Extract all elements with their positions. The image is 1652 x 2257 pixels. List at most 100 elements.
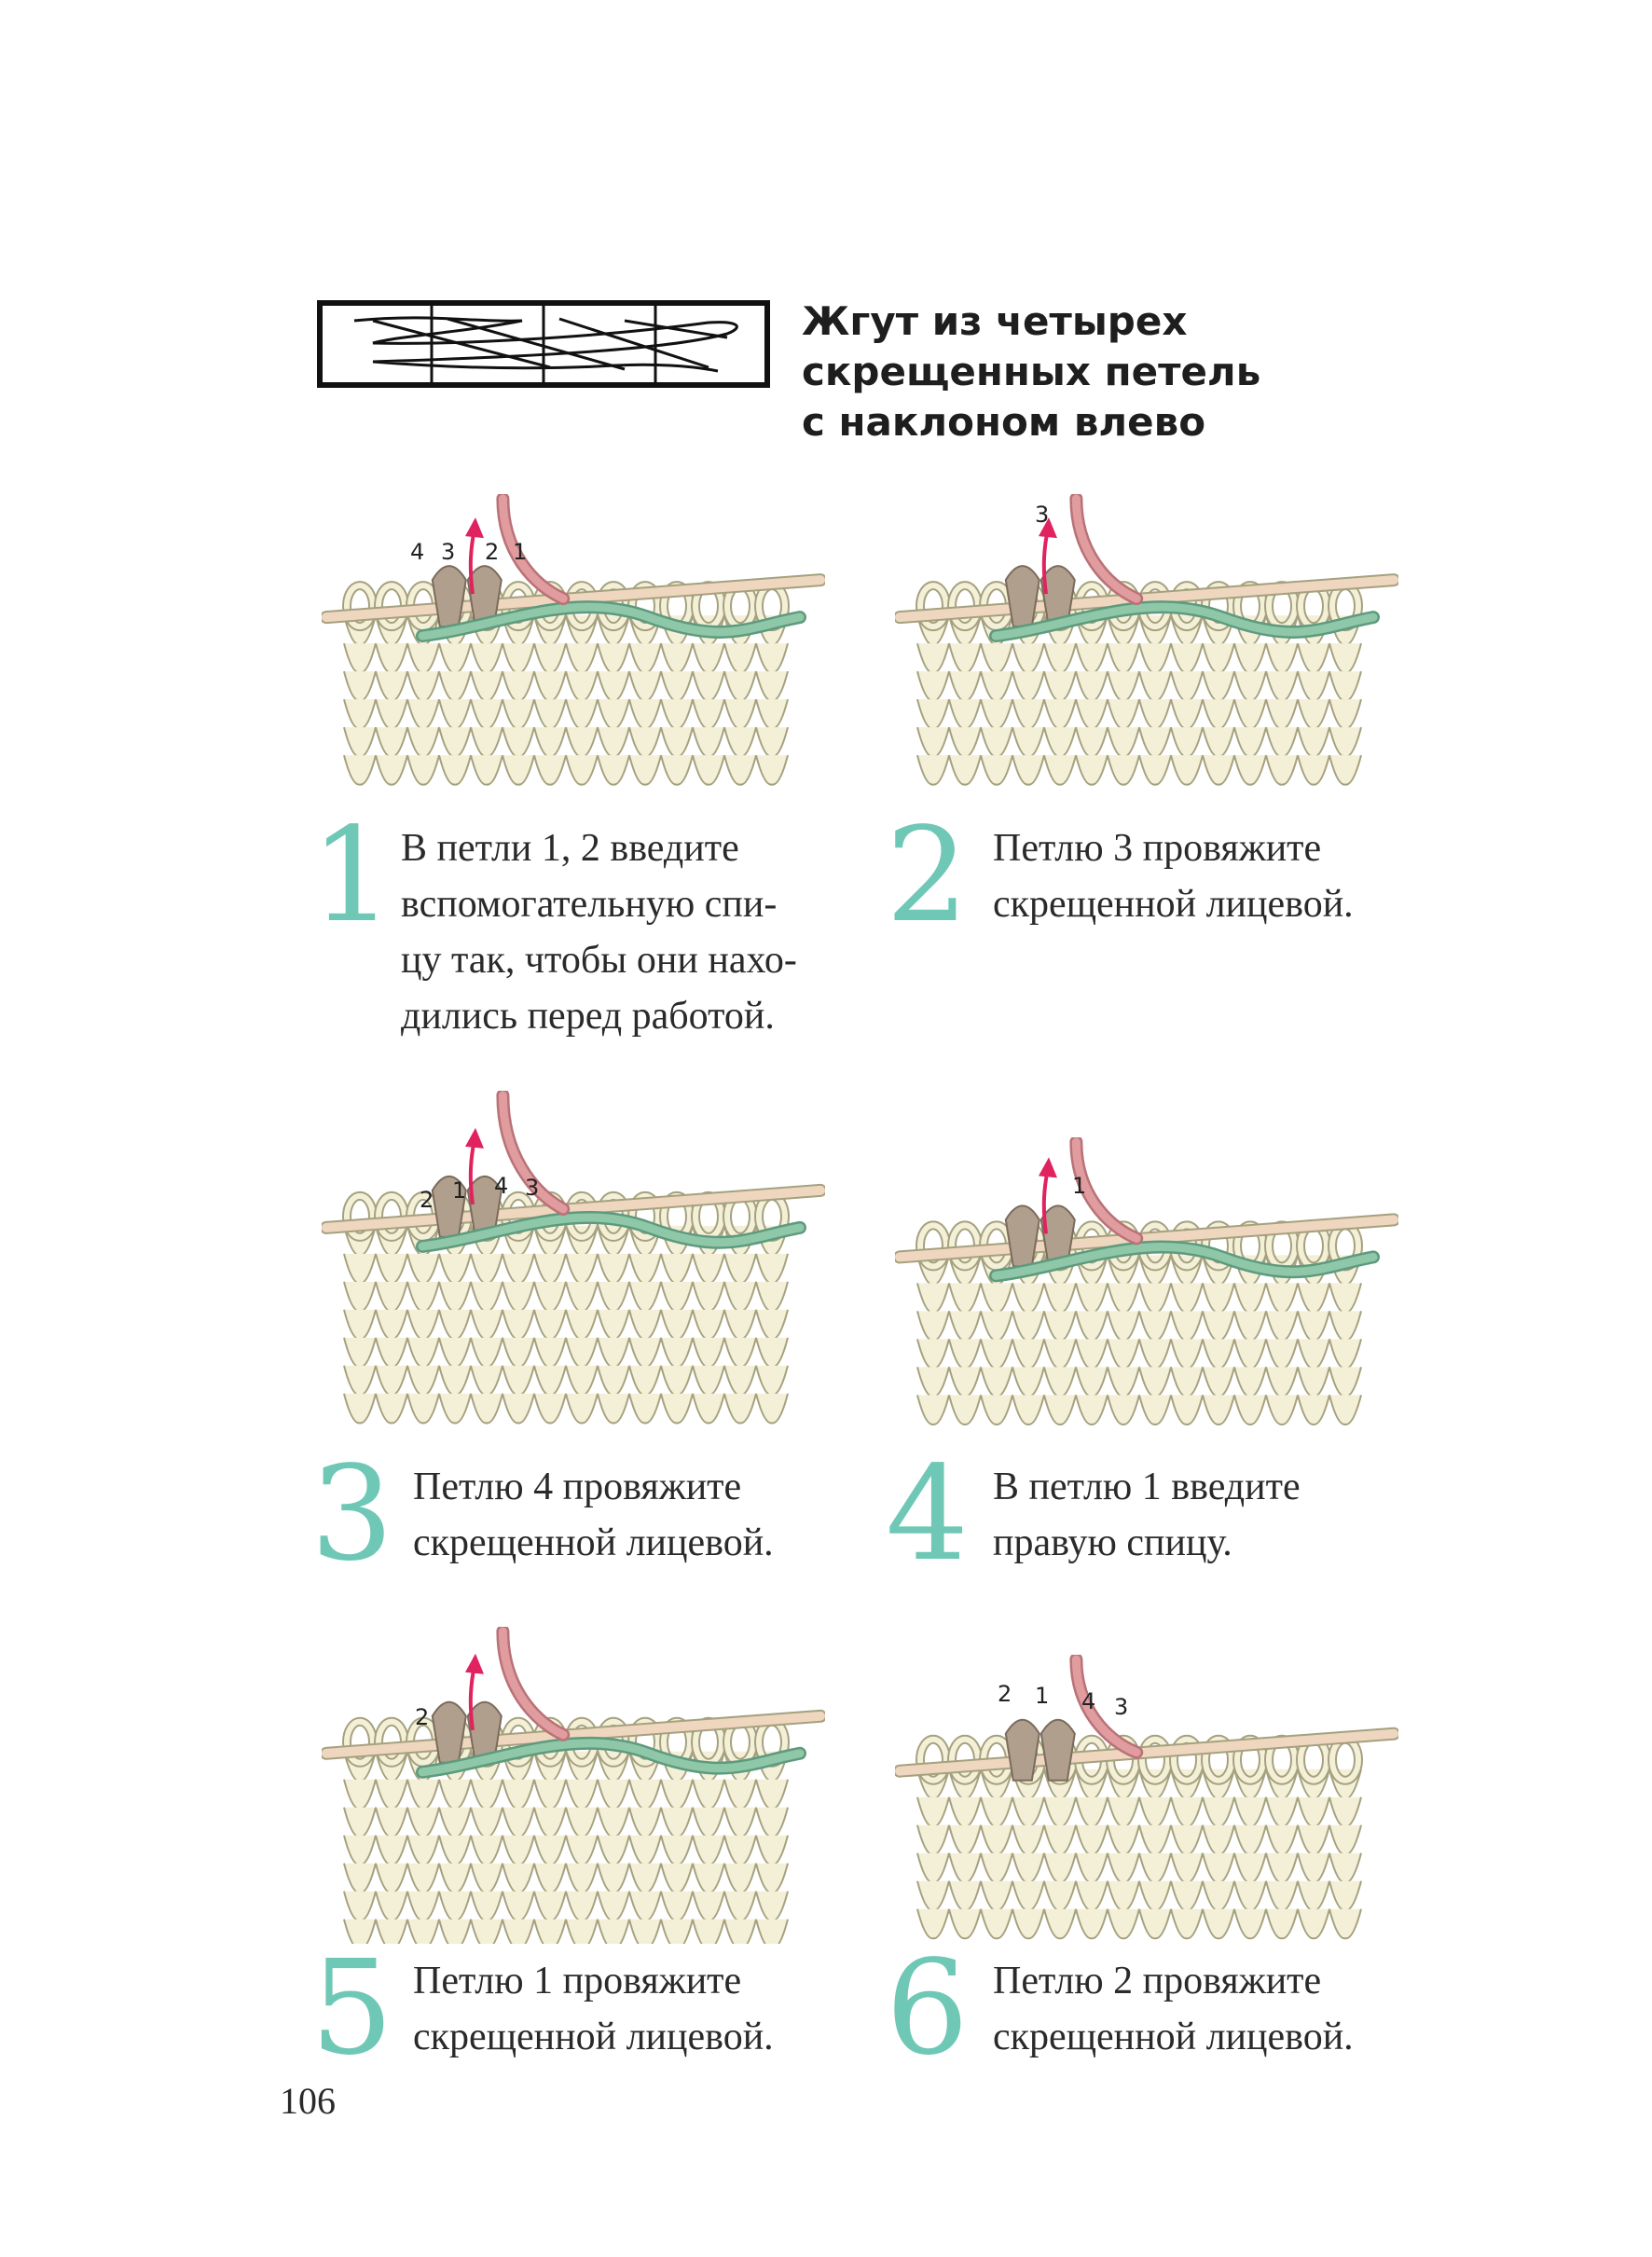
arrow-head-icon [1039, 1157, 1057, 1178]
stitch [1233, 754, 1267, 786]
cable-needle [991, 602, 1378, 640]
right-needle [895, 1215, 1398, 1262]
right-needle [322, 1185, 825, 1232]
step-4-text-line: правую спицу. [993, 1521, 1232, 1564]
loop-number-label: 3 [1114, 1694, 1128, 1720]
step-1-text-line: вспомогательную спи- [401, 883, 778, 926]
stitch [1233, 1395, 1267, 1425]
stitch [1297, 1395, 1330, 1425]
step-3-text-line: скрещенной лицевой. [413, 1521, 774, 1564]
step-4-number: 4 [886, 1438, 970, 1590]
stitch [948, 1908, 982, 1940]
step-1-number: 1 [310, 800, 394, 952]
cable-needle [418, 1739, 805, 1777]
stitch [565, 1919, 599, 1944]
stitch [1202, 1908, 1235, 1940]
loop-number-label: 2 [420, 1187, 434, 1213]
loop-number-label: 2 [998, 1681, 1012, 1707]
page-number: 106 [280, 2080, 336, 2122]
stitch [1297, 754, 1330, 786]
stitch [1075, 1395, 1108, 1425]
stitch [597, 1393, 630, 1424]
stitch [692, 754, 725, 786]
stitch [755, 1919, 789, 1944]
loop-number-label: 3 [1035, 502, 1049, 528]
step-5-text-line: скрещенной лицевой. [413, 2016, 774, 2058]
stitch [1012, 1395, 1045, 1425]
stitch [343, 1919, 377, 1944]
loop-number-label: 1 [1072, 1173, 1086, 1199]
stitch [1170, 1908, 1204, 1940]
step-5-text: Петлю 1 провяжите скрещенной лицевой. [413, 1953, 774, 2065]
stitch [1043, 1395, 1077, 1425]
stitch [470, 754, 503, 786]
working-yarn [498, 1091, 568, 1214]
arrow-head-icon [1039, 517, 1057, 539]
arrow-head-icon [465, 517, 484, 539]
stitch [692, 1393, 725, 1424]
stitch [375, 754, 408, 786]
stitch [1233, 1908, 1267, 1940]
right-needle [322, 1711, 825, 1758]
working-yarn [1071, 494, 1141, 603]
stitch [1265, 1908, 1299, 1940]
title-line-3: с наклоном влево [802, 399, 1206, 445]
cable-needle [418, 602, 805, 640]
stitch [1107, 1908, 1140, 1940]
stitch [948, 1395, 982, 1425]
step-1-text-line: цу так, чтобы они нахо- [401, 939, 797, 982]
loop-number-label: 1 [513, 539, 527, 565]
cable-loop [431, 1175, 467, 1238]
needle-loop [344, 1192, 376, 1240]
stitch [1138, 1908, 1172, 1940]
stitch [406, 1393, 440, 1424]
loop-number-label: 4 [494, 1173, 508, 1199]
stitch [1075, 1908, 1108, 1940]
pattern-title: Жгут из четырех скрещенных петель с накл… [802, 296, 1380, 447]
needle-loop [917, 1222, 949, 1270]
working-yarn [498, 1627, 568, 1740]
stitch [1075, 754, 1108, 786]
working-yarn [498, 494, 568, 603]
stitch [375, 1919, 408, 1944]
step-5-text-line: Петлю 1 провяжите [413, 1960, 742, 2002]
stitch [1138, 1395, 1172, 1425]
step-4-illustration: 1 [895, 1137, 1398, 1436]
cable-chart-symbol [317, 300, 770, 388]
needle-loop [1171, 1736, 1203, 1783]
working-yarn [1071, 1137, 1141, 1243]
cable-loop [1039, 1718, 1076, 1782]
arrow-head-icon [465, 1653, 484, 1674]
needle-loop [344, 583, 376, 630]
needle-loop [1139, 1736, 1171, 1783]
stitch [1265, 1395, 1299, 1425]
needle-loop [917, 583, 949, 630]
stitch [343, 754, 377, 786]
stitch [723, 1393, 757, 1424]
stitch [502, 754, 535, 786]
stitch [470, 1919, 503, 1944]
stitch [980, 1395, 1013, 1425]
stitch [1012, 1908, 1045, 1940]
step-6-text-line: скрещенной лицевой. [993, 2016, 1354, 2058]
title-line-1: Жгут из четырех [802, 298, 1188, 344]
cable-loop [1004, 565, 1040, 628]
stitch [628, 754, 662, 786]
stitch [1328, 1908, 1362, 1940]
stitch [1170, 1395, 1204, 1425]
right-needle [895, 575, 1398, 623]
stitch [660, 754, 694, 786]
stitch [1202, 1395, 1235, 1425]
step-2-text-line: Петлю 3 провяжите [993, 827, 1322, 870]
loop-number-label: 4 [1081, 1688, 1095, 1714]
stitch [438, 754, 472, 786]
arrow-head-icon [465, 1127, 484, 1149]
stitch [660, 1919, 694, 1944]
stitch [502, 1919, 535, 1944]
step-1-text: В петли 1, 2 введите вспомогательную спи… [401, 820, 797, 1044]
step-3-number: 3 [310, 1438, 394, 1590]
stitch [980, 1908, 1013, 1940]
stitch [533, 1393, 567, 1424]
cable-loop [431, 1700, 467, 1764]
